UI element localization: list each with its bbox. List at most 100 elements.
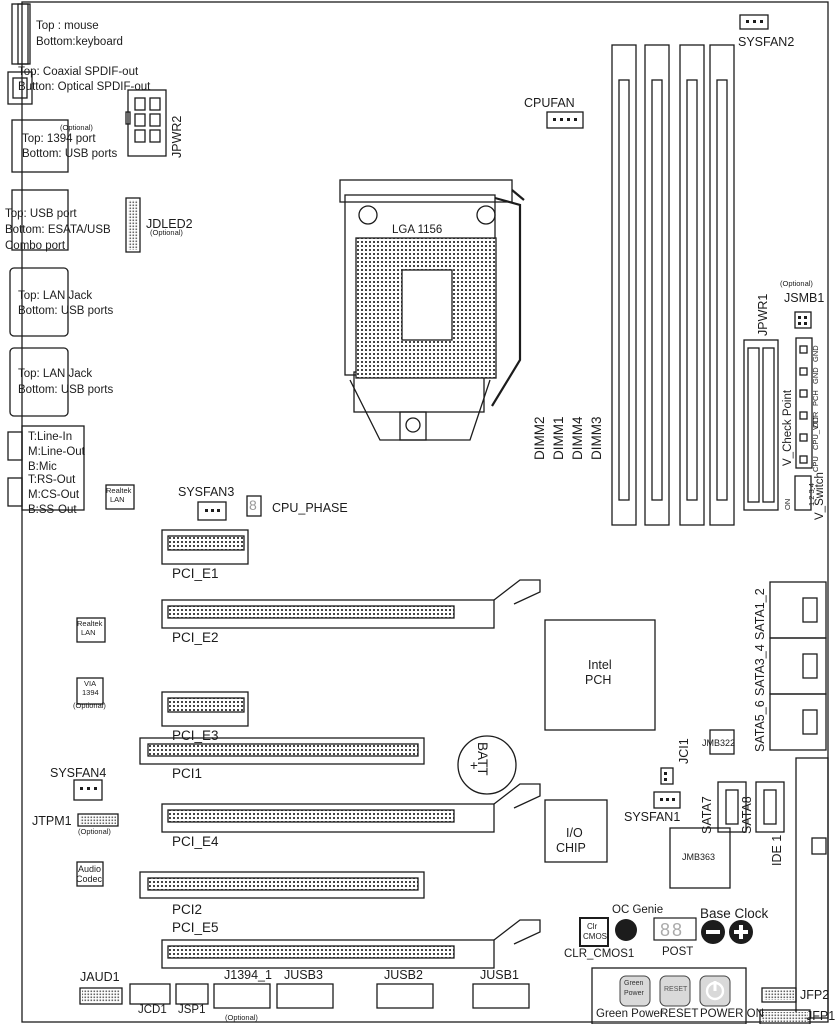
jfp1-label: JFP1 — [806, 1009, 835, 1023]
realtek-top-label-1: Realtek — [106, 486, 132, 495]
reset-label: RESET — [660, 1008, 699, 1020]
pci1-slot — [139, 737, 425, 765]
combo-label-3: Combo port — [5, 240, 66, 252]
jdled2-optional: (Optional) — [150, 228, 183, 237]
pci-e5-label: PCI_E5 — [172, 920, 219, 935]
dimm-slot-3 — [709, 44, 735, 526]
audio-codec-chip — [76, 861, 104, 887]
sysfan2-label: SYSFAN2 — [738, 35, 795, 49]
dimm4-label: DIMM4 — [570, 416, 585, 461]
j1394-label: J1394_1 — [224, 968, 272, 982]
v-switch-on: ON — [783, 498, 792, 510]
jcd1-label: JCD1 — [138, 1004, 167, 1016]
oc-genie-label: OC Genie — [612, 904, 664, 916]
j1394-1-header — [213, 983, 271, 1009]
via-label-1: VIA — [84, 679, 97, 688]
jpwr1-label: JPWR1 — [756, 293, 770, 336]
dimm2-label: DIMM2 — [532, 416, 547, 461]
checkpoint-cpu-vtt: CPU_VTT — [811, 415, 820, 450]
jci1-label: JCI1 — [677, 738, 691, 764]
sata1-2-label: SATA1_2 — [753, 588, 767, 640]
jusb2-header — [376, 983, 434, 1009]
checkpoint-gnd-2: GND — [811, 367, 820, 384]
jtpm1-optional: (Optional) — [78, 827, 111, 836]
sysfan3-header — [197, 501, 227, 521]
intel-pch-chip — [544, 619, 656, 731]
green-power-label: Green Power — [596, 1008, 664, 1020]
post-label: POST — [662, 946, 694, 958]
jmb322-chip — [709, 729, 735, 755]
pci-e4-label: PCI_E4 — [172, 834, 219, 849]
audio1-mic: B:Mic — [28, 461, 57, 473]
pci-e2-slot — [161, 599, 495, 629]
io-chip-label-2: CHIP — [556, 841, 586, 855]
realtek-lan-chip-mid — [76, 617, 106, 643]
combo-label-bottom: Bottom: ESATA/USB — [5, 224, 111, 236]
via-label-2: 1394 — [82, 688, 99, 697]
realtek-mid-label-1: Realtek — [77, 619, 103, 628]
ide1-connector — [795, 757, 829, 1019]
sysfan4-header — [73, 779, 103, 801]
green-power-button — [619, 975, 651, 1007]
io-chip — [544, 799, 608, 863]
audio-codec-label-2: Codec — [76, 874, 103, 884]
pci-e5-slot — [161, 939, 495, 969]
jcd1-header — [129, 983, 171, 1005]
clr-cmos-label: CLR_CMOS1 — [564, 948, 635, 960]
batt-battery — [457, 735, 517, 795]
audio-codec-label-1: Audio — [78, 864, 102, 874]
pch-label-2: PCH — [585, 673, 612, 687]
oc-genie-button — [615, 919, 637, 941]
jmb322-label: JMB322 — [702, 738, 736, 748]
v-switch-nums: 1 2 3 4 — [807, 483, 816, 506]
jusb3-header — [276, 983, 334, 1009]
pci-e4-slot — [161, 803, 495, 833]
jsp1-header — [175, 983, 209, 1005]
ps2-connector — [11, 3, 31, 65]
checkpoint-gnd-1: GND — [811, 345, 820, 362]
via-1394-chip — [76, 677, 104, 705]
pci-e1-slot — [161, 529, 249, 565]
io-chip-label-1: I/O — [566, 826, 583, 840]
jaud1-header — [79, 987, 123, 1005]
port-usb-esata — [11, 189, 69, 251]
mouse-kb-label-bottom: Bottom:keyboard — [36, 36, 123, 48]
cpufan-header — [546, 111, 584, 129]
dimm-slot-2 — [611, 44, 637, 526]
clr-cmos-button — [579, 917, 609, 947]
checkpoint-cpu: CPU — [811, 456, 820, 472]
realtek-top-label-2: LAN — [110, 495, 125, 504]
audio2-ss-out: B:SS-Out — [28, 504, 77, 516]
pci-e3-slot — [161, 691, 249, 727]
ide1-label: IDE 1 — [770, 834, 784, 866]
pci-e1-label: PCI_E1 — [172, 566, 219, 581]
pci2-label: PCI2 — [172, 902, 203, 917]
jpwr1-connector — [743, 339, 779, 511]
reset-button-text: RESET — [664, 986, 688, 993]
post-digits: 88 — [660, 920, 685, 940]
clr-button-text-1: Clr — [587, 922, 598, 931]
mouse-kb-label-top: Top : mouse — [36, 20, 99, 32]
sysfan4-label: SYSFAN4 — [50, 766, 107, 780]
jfp1-header — [759, 1009, 811, 1024]
sata7-label: SATA7 — [700, 796, 714, 834]
audio1-line-out: M:Line-Out — [28, 446, 85, 458]
jaud1-label: JAUD1 — [80, 970, 120, 984]
j1394-optional: (Optional) — [225, 1013, 258, 1022]
spdif-label-bottom: Button: Optical SPDIF-out — [18, 81, 151, 93]
jci1-header — [660, 767, 674, 785]
sysfan3-label: SYSFAN3 — [178, 485, 235, 499]
jdled2-label: JDLED2 — [146, 217, 193, 231]
green-button-text-1: Green — [624, 980, 644, 987]
spdif-label-top: Top: Coaxial SPDIF-out — [18, 66, 139, 78]
realtek-lan-chip-top — [105, 484, 135, 510]
power-on-label: POWER ON — [700, 1008, 764, 1020]
sata7-connector — [717, 781, 747, 833]
pci2-slot — [139, 871, 425, 899]
cpu-phase-label: CPU_PHASE — [272, 501, 348, 515]
sysfan2-header — [739, 14, 769, 30]
jtpm1-label: JTPM1 — [32, 814, 72, 828]
dimm1-label: DIMM1 — [551, 416, 566, 461]
cpu-phase-led — [246, 495, 262, 517]
